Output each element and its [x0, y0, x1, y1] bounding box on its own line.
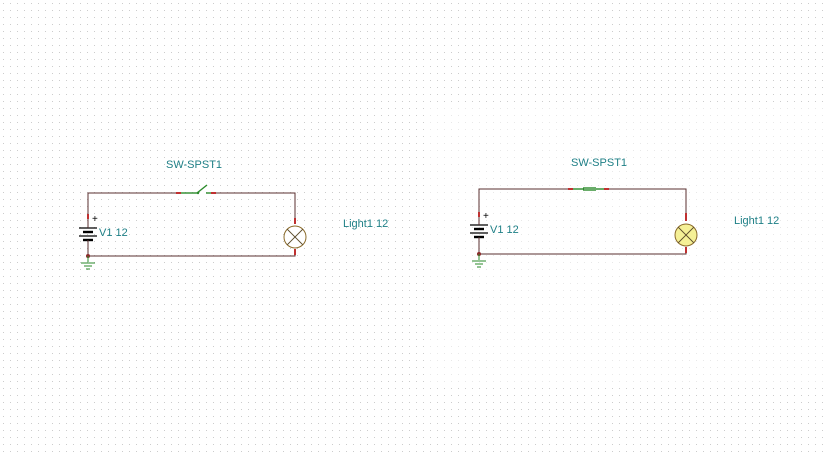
circuit-2-lamp[interactable]: [674, 213, 698, 253]
circuit-1-battery-polarity: +: [92, 214, 98, 225]
circuit-1-switch[interactable]: [176, 184, 216, 195]
circuit-1-ground-icon: [81, 256, 95, 270]
circuit-1: SW-SPST1 + V1 12 Light1: [79, 159, 388, 270]
circuit-2-battery-label: V1 12: [490, 224, 519, 236]
circuit-2-lamp-label: Light1 12: [734, 215, 779, 227]
circuit-1-switch-label: SW-SPST1: [166, 159, 222, 171]
circuit-2-switch[interactable]: [568, 187, 609, 191]
circuit-1-battery[interactable]: [79, 214, 97, 249]
circuit-1-top-right-wire: [216, 192, 296, 221]
circuit-1-lamp[interactable]: [283, 218, 307, 255]
circuit-1-lamp-label: Light1 12: [343, 218, 388, 230]
circuit-2: SW-SPST1 + V1 12 Light1: [470, 157, 779, 268]
circuit-2-top-right-wire: [609, 188, 687, 219]
circuit-2-switch-label: SW-SPST1: [571, 157, 627, 169]
circuit-1-top-wire: [87, 192, 176, 215]
circuit-2-battery-polarity: +: [483, 211, 489, 222]
circuit-2-top-wire: [478, 188, 568, 213]
circuit-2-battery[interactable]: [470, 212, 488, 246]
circuit-2-ground-icon: [472, 254, 486, 268]
circuit-1-battery-label: V1 12: [99, 227, 128, 239]
simulation-region: [428, 105, 828, 387]
circuit-1-switch-blade: [196, 184, 208, 194]
